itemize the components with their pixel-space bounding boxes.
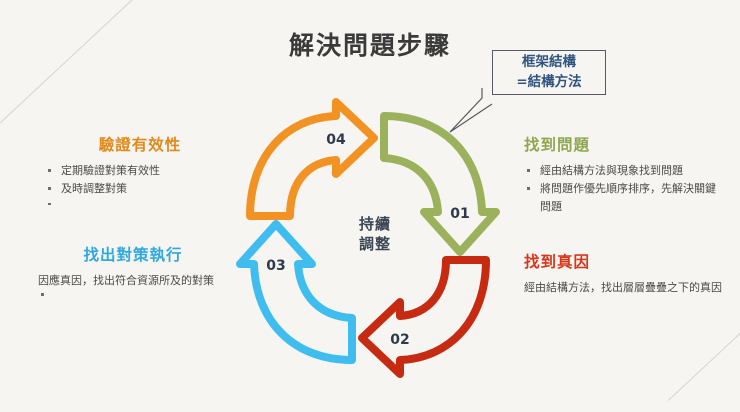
trailing-bullet-verify [45,199,235,209]
callout-framework-structure: 框架結構 =結構方法 [449,50,608,133]
callout-box: 框架結構 =結構方法 [492,50,606,95]
text-block-execute-countermeasure: 找出對策執行 因應真因，找出符合資源所及的對策 [38,243,228,299]
heading-execute-countermeasure: 找出對策執行 [83,246,183,264]
trailing-bullet-countermeasure [38,289,228,299]
body-execute-countermeasure: 因應真因，找出符合資源所及的對策 [38,272,228,299]
heading-find-problem: 找到問題 [524,136,591,154]
cycle-center-label: 持續 調整 [320,214,430,254]
body-verify-effectiveness: 定期驗證對策有效性 及時調整對策 [45,162,235,209]
heading-verify-effectiveness: 驗證有效性 [98,136,182,154]
bullet-list-find-problem: 經由結構方法與現象找到問題 將問題作優先順序排序，先解決關鍵問題 [524,162,724,215]
cycle-number-02: 02 [390,332,409,348]
cycle-number-04: 04 [326,132,346,148]
decorative-diagonal-top-left [0,0,134,129]
body-find-root-cause: 經由結構方法，找出層層疊疊之下的真因 [524,279,724,296]
cycle-arrow-01[interactable]: 01 [380,112,500,256]
callout-line-1: 框架結構 [522,54,576,71]
cycle-number-01: 01 [450,206,469,222]
list-item: 定期驗證對策有效性 [45,162,235,179]
cycle-arrow-03[interactable]: 03 [236,220,356,364]
list-item: 將問題作優先順序排序，先解決關鍵問題 [524,180,724,215]
heading-find-root-cause: 找到真因 [524,253,591,271]
paragraph-root-cause: 經由結構方法，找出層層疊疊之下的真因 [524,281,722,294]
callout-line-2: =結構方法 [516,73,582,90]
page-title: 解決問題步驟 [288,31,451,60]
center-label-line-2: 調整 [358,235,391,254]
cycle-arrow-02[interactable]: 02 [358,256,490,378]
body-find-problem: 經由結構方法與現象找到問題 將問題作優先順序排序，先解決關鍵問題 [524,162,724,215]
text-block-find-problem: 找到問題 經由結構方法與現象找到問題 將問題作優先順序排序，先解決關鍵問題 [524,133,724,216]
cycle-number-03: 03 [266,258,285,274]
callout-tail [449,88,493,133]
center-label-line-1: 持續 [358,215,391,233]
bullet-list-verify: 定期驗證對策有效性 及時調整對策 [45,162,235,198]
cycle-diagram: 04 01 02 03 [236,98,500,378]
list-item: 經由結構方法與現象找到問題 [524,162,724,179]
paragraph-countermeasure: 因應真因，找出符合資源所及的對策 [38,274,214,287]
list-item: 及時調整對策 [45,180,235,197]
cycle-arrow-04[interactable]: 04 [246,98,378,220]
text-block-verify-effectiveness: 驗證有效性 定期驗證對策有效性 及時調整對策 [45,133,235,209]
text-block-find-root-cause: 找到真因 經由結構方法，找出層層疊疊之下的真因 [524,250,724,296]
